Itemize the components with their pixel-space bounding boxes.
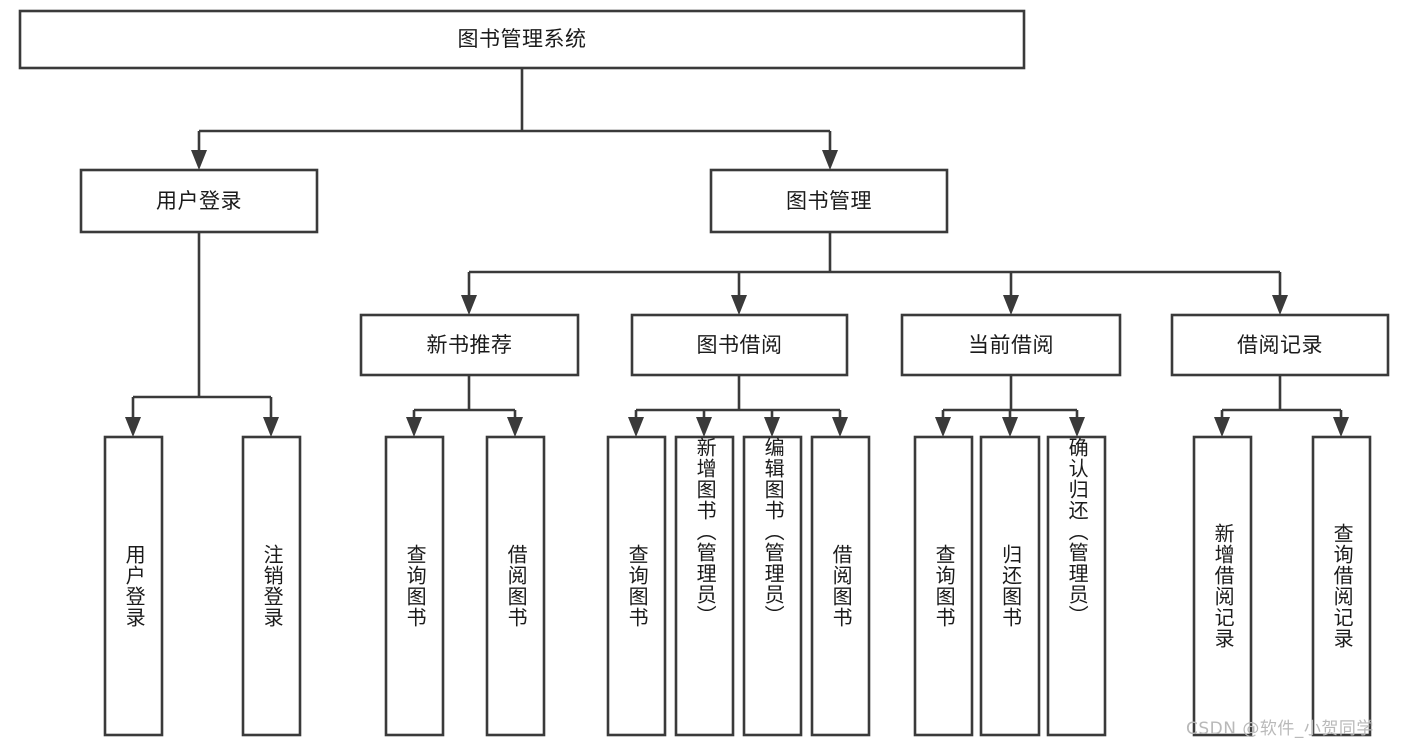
node-box-leaf-user-logout[interactable] xyxy=(241,435,302,737)
node-box-borrow-record[interactable] xyxy=(1170,313,1390,377)
node-box-leaf-add-record[interactable] xyxy=(1192,435,1253,737)
node-box-leaf-query-book-rec[interactable] xyxy=(384,435,445,737)
connector-current-borrow-to-leaves xyxy=(935,375,1085,437)
connector-user-login-to-leaves xyxy=(125,232,279,437)
node-box-current-borrow[interactable] xyxy=(900,313,1122,377)
connector-new-book-rec-to-leaves xyxy=(406,375,523,437)
node-box-leaf-query-record[interactable] xyxy=(1311,435,1372,737)
connector-root-to-level2 xyxy=(191,68,838,170)
node-box-book-borrow[interactable] xyxy=(630,313,849,377)
node-box-leaf-add-book[interactable] xyxy=(674,435,735,737)
node-box-leaf-borrow-book-rec[interactable] xyxy=(485,435,546,737)
node-box-leaf-query-book-current[interactable] xyxy=(913,435,974,737)
node-box-leaf-query-book-borrow[interactable] xyxy=(606,435,667,737)
node-box-root[interactable] xyxy=(18,9,1026,70)
node-box-book-manage[interactable] xyxy=(709,168,949,234)
node-box-leaf-user-login[interactable] xyxy=(103,435,164,737)
node-box-leaf-borrow-book[interactable] xyxy=(810,435,871,737)
node-box-leaf-edit-book[interactable] xyxy=(742,435,803,737)
arrow-to-user-login xyxy=(191,150,207,170)
node-box-leaf-confirm-return[interactable] xyxy=(1046,435,1107,737)
node-box-user-login[interactable] xyxy=(79,168,319,234)
connector-book-manage-to-level3 xyxy=(461,232,1288,315)
connector-borrow-record-to-leaves xyxy=(1214,375,1349,437)
connector-book-borrow-to-leaves xyxy=(628,375,848,437)
node-box-leaf-return-book[interactable] xyxy=(979,435,1041,737)
arrow-to-book-manage xyxy=(822,150,838,170)
node-box-new-book-rec[interactable] xyxy=(359,313,580,377)
